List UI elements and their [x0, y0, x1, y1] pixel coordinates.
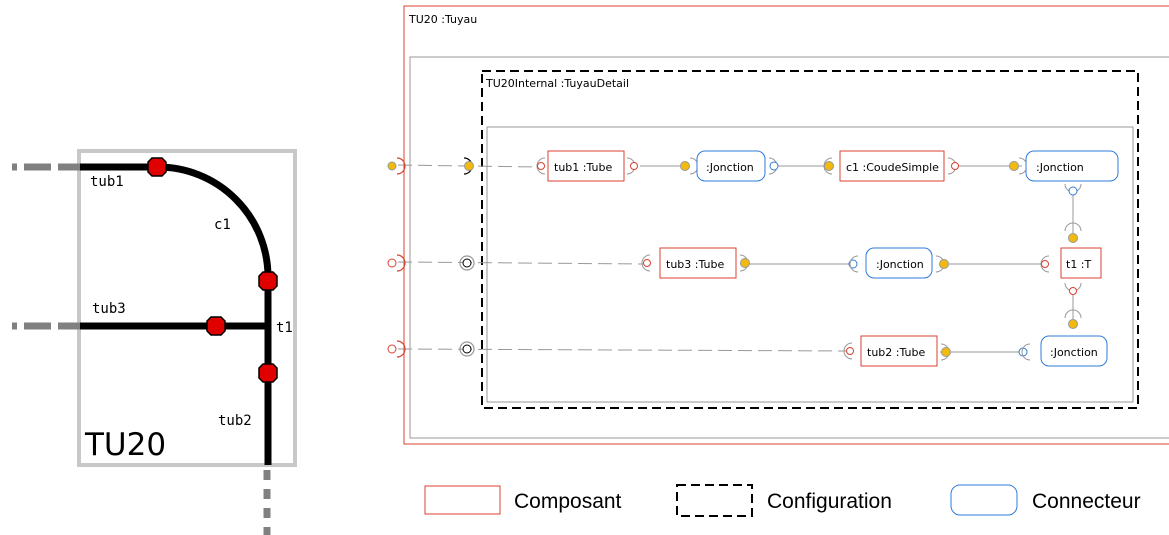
pipe-c1	[157, 163, 272, 278]
part-tub2: tub2 :Tube	[843, 335, 951, 367]
legend-configuration-swatch	[676, 484, 753, 517]
pipe-schematic: tub1 c1 tub3 t1 tub2 TU20	[12, 149, 297, 535]
tub2-label: tub2 :Tube	[867, 346, 925, 359]
configuration-inner-frame	[486, 126, 1134, 403]
legend-connecteur-swatch	[950, 484, 1018, 516]
label-tub2: tub2	[218, 413, 252, 429]
legend-composant-swatch	[424, 485, 501, 515]
part-jonction-4: :Jonction	[1018, 309, 1108, 367]
label-tub3: tub3	[92, 301, 126, 317]
outer-title: TU20 :Tuyau	[408, 13, 477, 26]
label-t1: t1	[276, 320, 293, 336]
label-tub1: tub1	[90, 174, 124, 190]
label-c1: c1	[214, 217, 231, 233]
legend-composant-label: Composant	[514, 490, 622, 513]
legend-connecteur-label: Connecteur	[1032, 490, 1141, 513]
composite-diagram: TU20 :Tuyau TU20Internal :TuyauDetail	[387, 5, 1169, 445]
part-tub1: tub1 :Tube	[536, 150, 638, 182]
jonction1-label: :Jonction	[706, 161, 754, 174]
part-c1: c1 :CoudeSimple	[823, 150, 959, 182]
config-port-3	[459, 341, 475, 357]
outer-inner-frame	[409, 56, 1169, 439]
delegation-line-3	[397, 348, 850, 352]
configuration-box	[481, 70, 1139, 409]
tu20-box	[77, 149, 297, 467]
jonction3-label: :Jonction	[876, 258, 924, 271]
part-tub3: tub3 :Tube	[641, 247, 750, 279]
legend: Composant Configuration Connecteur	[424, 484, 1141, 517]
part-jonction-1: :Jonction	[680, 150, 779, 182]
legend-configuration-label: Configuration	[767, 490, 892, 513]
tub3-label: tub3 :Tube	[666, 258, 724, 271]
joint-tub3-t1	[206, 316, 226, 336]
part-jonction-2: :Jonction	[1009, 150, 1119, 196]
t1-label: t1 :T	[1066, 258, 1092, 271]
tub1-label: tub1 :Tube	[554, 161, 612, 174]
joint-tub1-c1	[147, 157, 167, 177]
part-jonction-3: :Jonction	[848, 247, 949, 279]
jonction2-label: :Jonction	[1036, 161, 1084, 174]
part-t1: t1 :T	[1040, 222, 1102, 295]
delegation-line-2	[397, 261, 646, 265]
jonction4-label: :Jonction	[1050, 346, 1098, 359]
joint-c1-t1	[258, 271, 278, 291]
outer-tuyau-box	[403, 5, 1169, 445]
outer-port-1	[387, 157, 406, 175]
outer-port-2	[387, 254, 406, 272]
joint-t1-tub2	[258, 363, 278, 383]
c1-label: c1 :CoudeSimple	[846, 161, 939, 174]
config-port-1	[463, 157, 474, 175]
config-port-2	[459, 255, 475, 271]
config-title: TU20Internal :TuyauDetail	[485, 77, 629, 90]
label-tu20: TU20	[84, 427, 166, 463]
outer-port-3	[387, 340, 406, 358]
